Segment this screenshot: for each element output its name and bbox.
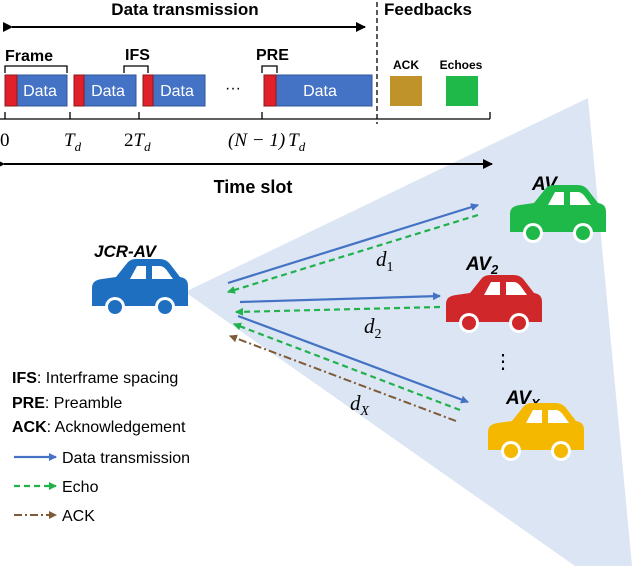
legend-data-label: Data transmission: [62, 450, 190, 467]
distance-d2: d2: [364, 314, 382, 342]
echo-arrow-av1: [227, 213, 479, 294]
data-arrow-av1: [227, 203, 479, 285]
legend-ifs: IFS: Interframe spacing: [12, 370, 178, 387]
echo-arrow-av2: [235, 305, 441, 316]
frameN-data-text: Data: [303, 83, 337, 100]
section-feedbacks: Feedbacks: [384, 0, 472, 19]
echo-arrow-avx: [233, 322, 461, 412]
legend-pre: PRE: Preamble: [12, 395, 122, 412]
distance-dx: dX: [350, 391, 370, 419]
frame3-data-text: Data: [160, 83, 194, 100]
jcr-av-label: JCR-AV: [94, 242, 158, 261]
frameN-preamble: [263, 74, 277, 107]
more-vehicles-vdots: ⋮: [493, 351, 513, 373]
pre-bracket: [261, 65, 278, 73]
av1-car: [510, 185, 606, 243]
avx-car: [488, 403, 584, 461]
av2-label: AV2: [465, 254, 499, 277]
frame2-preamble: [73, 74, 85, 107]
pre-label: PRE: [256, 47, 289, 64]
legend-echo-label: Echo: [62, 479, 99, 496]
frameN-data-block: [263, 74, 373, 107]
data-arrow-av2: [239, 292, 441, 304]
section-data-transmission: Data transmission: [111, 0, 258, 19]
frame1-preamble: [4, 74, 18, 107]
tick-label-n1td: (N − 1)Td: [228, 130, 306, 154]
legend-ack-label: ACK: [62, 508, 95, 525]
frame-bracket: [4, 65, 68, 73]
ack-block: [390, 76, 422, 106]
frames-ellipsis: ···: [225, 80, 241, 97]
ifs-label: IFS: [125, 47, 150, 64]
echoes-block-label: Echoes: [440, 58, 483, 72]
frame1-data-text: Data: [23, 83, 57, 100]
echoes-block: [446, 76, 478, 106]
time-slot-label: Time slot: [214, 177, 293, 197]
frame-label: Frame: [5, 48, 53, 65]
ack-block-label: ACK: [393, 58, 419, 72]
distance-d1: d1: [376, 247, 394, 275]
legend-ack: ACK: Acknowledgement: [12, 419, 186, 436]
frame3-preamble: [142, 74, 154, 107]
tick-label-2td: 2Td: [124, 130, 151, 154]
tick-label-0: 0: [0, 130, 10, 151]
jcr-av-car: [92, 259, 188, 317]
tick-label-td: Td: [64, 130, 82, 154]
ifs-bracket: [123, 65, 149, 73]
av2-car: [446, 275, 542, 333]
frame2-data-text: Data: [91, 83, 125, 100]
data-arrow-avx: [237, 314, 469, 404]
